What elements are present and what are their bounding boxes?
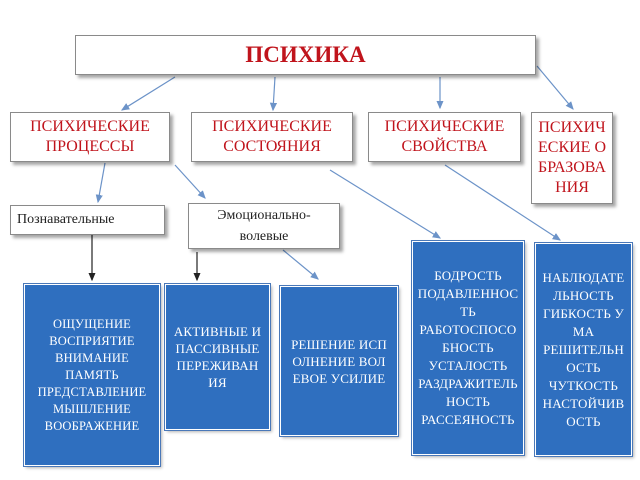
detail-formations-list: НАБЛЮДАТЕЛЬНОСТЬ ГИБКОСТЬ УМА РЕШИТЕЛЬНО… (534, 242, 633, 457)
category-formations-label: ПСИХИЧЕСКИЕ ОБРАЗОВАНИЯ (538, 119, 606, 196)
root-box: ПСИХИКА (75, 35, 536, 75)
detail-volition-text: РЕШЕНИЕ ИСПОЛНЕНИЕ ВОЛЕВОЕ УСИЛИЕ (291, 336, 387, 386)
arrow-root-to-formations (536, 65, 574, 110)
detail-states-list: БОДРОСТЬ ПОДАВЛЕННОСТЬ РАБОТОСПОСОБНОСТЬ… (411, 240, 525, 456)
arrow-root-to-processes (120, 76, 176, 111)
detail-cognitive-text: ОЩУЩЕНИЕ ВОСПРИЯТИЕ ВНИМАНИЕ ПАМЯТЬ ПРЕД… (37, 316, 147, 433)
subtype-emotional-label: Эмоционально-волевые (217, 208, 311, 244)
category-processes: ПСИХИЧЕСКИЕ ПРОЦЕССЫ (10, 112, 170, 162)
detail-cognitive-list: ОЩУЩЕНИЕ ВОСПРИЯТИЕ ВНИМАНИЕ ПАМЯТЬ ПРЕД… (23, 283, 161, 467)
arrow-properties-to-formationslist (444, 164, 562, 241)
detail-formations-text: НАБЛЮДАТЕЛЬНОСТЬ ГИБКОСТЬ УМА РЕШИТЕЛЬНО… (542, 269, 625, 429)
arrow-emotional-to-volition (282, 249, 319, 280)
arrow-states-to-stateslist (329, 169, 442, 239)
subtype-cognitive: Познавательные (10, 205, 165, 235)
category-formations: ПСИХИЧЕСКИЕ ОБРАЗОВАНИЯ (531, 112, 613, 204)
category-states-label: ПСИХИЧЕСКИЕ СОСТОЯНИЯ (212, 118, 332, 155)
subtype-cognitive-label: Познавательные (17, 212, 115, 227)
category-properties-label: ПСИХИЧЕСКИЕ СВОЙСТВА (384, 118, 505, 155)
arrow-processes-to-emotional (174, 164, 206, 199)
detail-experiences-text: АКТИВНЫЕ И ПАССИВНЫЕ ПЕРЕЖИВАНИЯ (173, 324, 262, 390)
category-properties: ПСИХИЧЕСКИЕ СВОЙСТВА (368, 112, 521, 162)
category-states: ПСИХИЧЕСКИЕ СОСТОЯНИЯ (191, 112, 353, 162)
category-processes-label: ПСИХИЧЕСКИЕ ПРОЦЕССЫ (30, 118, 150, 155)
detail-states-text: БОДРОСТЬ ПОДАВЛЕННОСТЬ РАБОТОСПОСОБНОСТЬ… (417, 268, 519, 427)
arrow-processes-to-cognitive (95, 162, 106, 204)
detail-volition: РЕШЕНИЕ ИСПОЛНЕНИЕ ВОЛЕВОЕ УСИЛИЕ (279, 285, 399, 437)
subtype-emotional: Эмоционально-волевые (188, 203, 340, 249)
root-title: ПСИХИКА (245, 42, 366, 67)
arrow-root-to-states (269, 76, 278, 112)
detail-experiences: АКТИВНЫЕ И ПАССИВНЫЕ ПЕРЕЖИВАНИЯ (164, 283, 271, 431)
